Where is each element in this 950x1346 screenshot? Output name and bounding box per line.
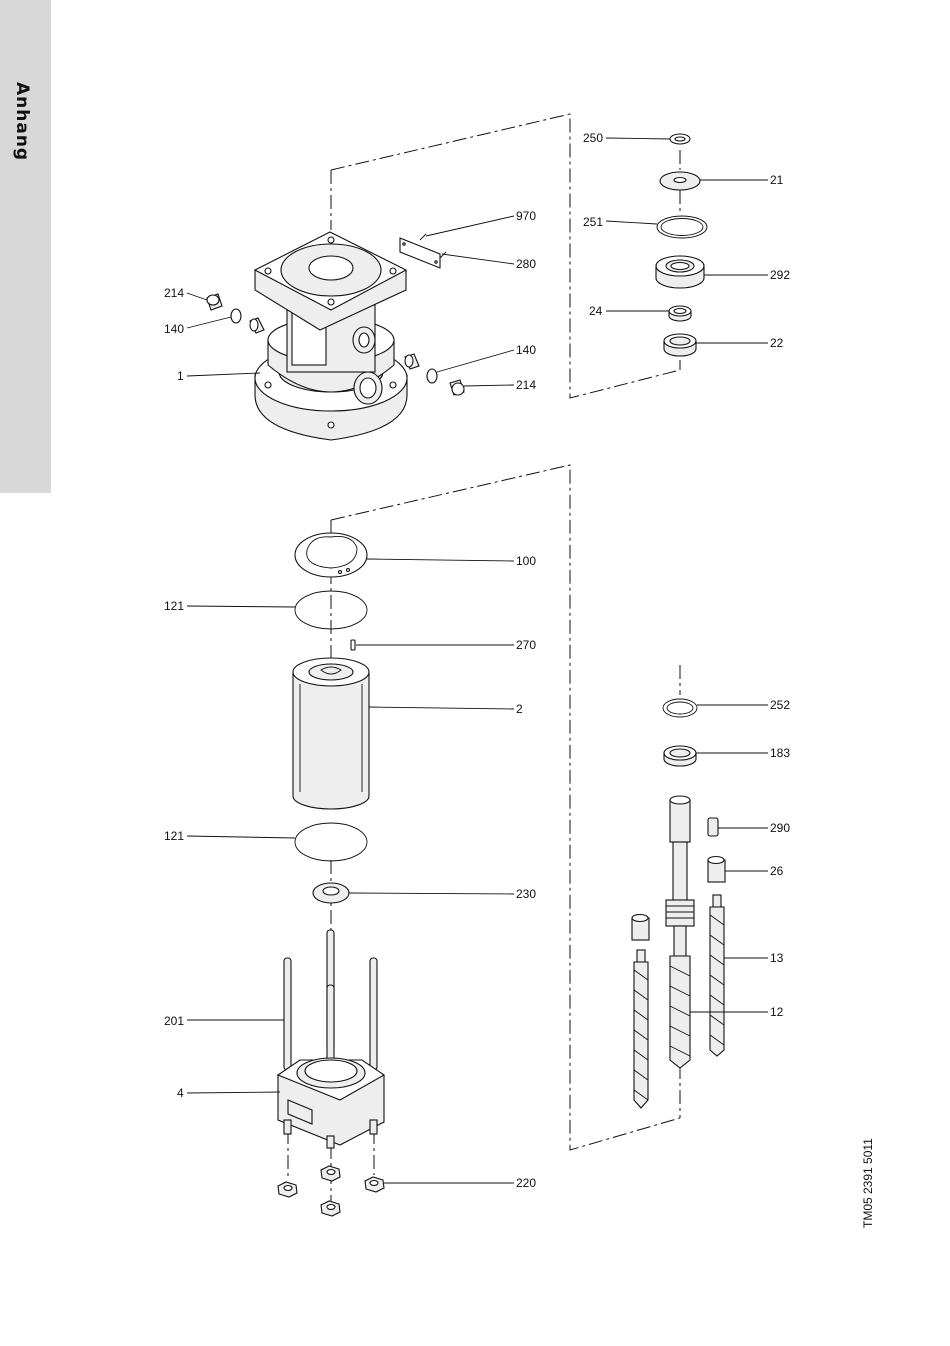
callout-100: 100 [516,554,536,568]
callout-280: 280 [516,257,536,271]
callout-4: 4 [177,1086,184,1100]
callout-214-right: 214 [516,378,536,392]
part-100-gasket [295,533,367,577]
callout-252: 252 [770,698,790,712]
part-140-oring-left [231,309,241,323]
assembly-boundary-bottom [331,465,680,1150]
part-2-stator-cylinder [293,658,369,809]
callout-251: 251 [583,215,603,229]
part-292-ball-bearing [656,256,704,288]
part-121-oring-bottom [295,823,367,861]
part-214-plug-right [450,380,464,395]
part-140-oring-right [427,369,437,383]
part-13-rotor-right [710,895,724,1056]
callout-26: 26 [770,864,784,878]
part-24-spacer [669,306,691,321]
callout-24: 24 [589,304,603,318]
callout-22: 22 [770,336,784,350]
part-250-snap-ring [670,134,690,144]
callout-230: 230 [516,887,536,901]
callout-220: 220 [516,1176,536,1190]
part-290-key [708,818,718,836]
callout-121-top: 121 [164,599,184,613]
part-183-seal-ring [664,746,696,766]
part-21-washer [660,172,700,190]
drawing-code: TM05 2391 5011 [861,1138,875,1228]
part-251-retaining-ring [657,216,707,238]
part-1-pump-head [255,232,407,440]
part-4-pump-base [278,1058,384,1148]
part-252-retaining-ring [663,699,697,717]
callout-183: 183 [770,746,790,760]
callout-121-bottom: 121 [164,829,184,843]
callout-12: 12 [770,1005,784,1019]
sleeve-right [405,354,419,369]
part-270-pin [351,640,355,650]
callout-2: 2 [516,702,523,716]
part-22-bushing [664,334,696,356]
callout-140-right: 140 [516,343,536,357]
callout-270: 270 [516,638,536,652]
part-12-shaft [666,796,694,1068]
callout-21: 21 [770,173,784,187]
callout-13: 13 [770,951,784,965]
callout-201: 201 [164,1014,184,1028]
part-280-nameplate [400,238,440,268]
part-214-plug-left [207,294,222,310]
part-26-coupling-right [708,857,725,883]
callout-292: 292 [770,268,790,282]
callout-970: 970 [516,209,536,223]
callout-1: 1 [177,369,184,383]
callout-290: 290 [770,821,790,835]
callout-214-left: 214 [164,286,184,300]
sleeve-left [250,318,264,333]
callout-140-left: 140 [164,322,184,336]
part-230-washer [313,883,349,903]
rotor-left [632,915,649,1109]
callout-250: 250 [583,131,603,145]
